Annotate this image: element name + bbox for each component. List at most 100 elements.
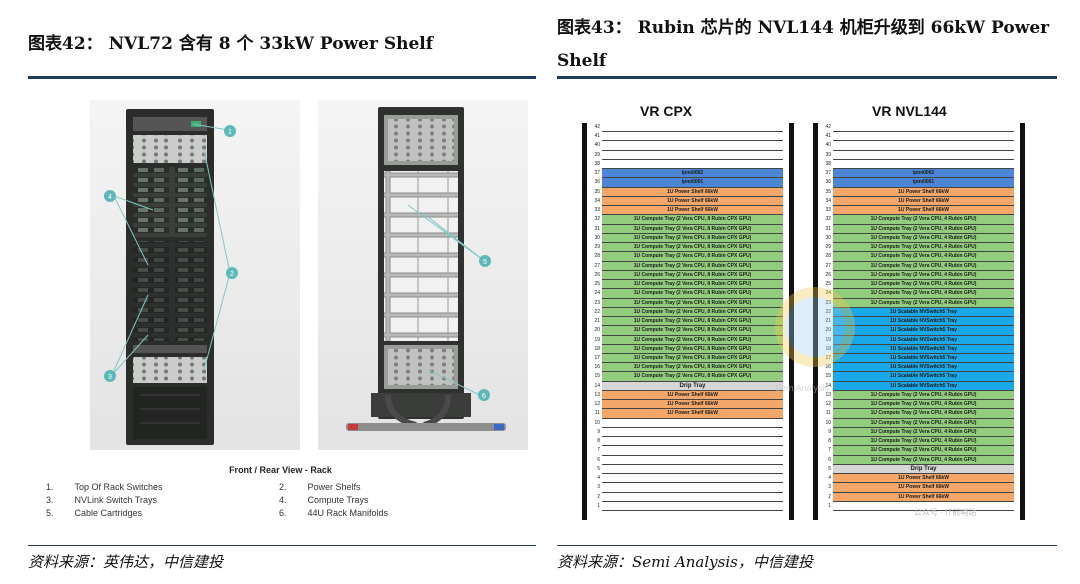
rack-unit-number: 42 bbox=[594, 124, 600, 130]
rack-unit-slot: 1U Scalable NVSwitch5 Tray bbox=[833, 344, 1014, 354]
rack-unit-number: 24 bbox=[821, 289, 831, 298]
rack-unit-number: 3 bbox=[828, 484, 831, 491]
rack-unit-number: 21 bbox=[594, 318, 600, 325]
rack-unit-number: 20 bbox=[821, 326, 831, 335]
rack-unit-number: 33 bbox=[825, 207, 831, 214]
rack-unit-slot: 1U Scalable NVSwitch5 Tray bbox=[833, 381, 1014, 391]
rack-unit-number: 30 bbox=[594, 234, 600, 241]
rack-unit-slot: 1U Compute Tray (2 Vera CPU, 8 Rubin CPX… bbox=[602, 335, 783, 345]
rack-unit-number: 19 bbox=[821, 336, 831, 345]
footer-rule-left bbox=[28, 545, 536, 546]
rack-unit-number: 35 bbox=[594, 188, 600, 195]
rack-unit-number: 18 bbox=[594, 345, 600, 352]
rack-unit-slot: 1U Compute Tray (2 Vera CPU, 8 Rubin CPX… bbox=[602, 224, 783, 234]
legend-row: 5. Cable Cartridges 6. 44U Rack Manifold… bbox=[46, 506, 466, 519]
rack-unit-number: 33 bbox=[594, 207, 600, 214]
rack-title-vr-cpx: VR CPX bbox=[640, 103, 693, 119]
rack-unit-slot: 1U Power Shelf 66kW bbox=[833, 196, 1014, 207]
rack-unit-slot bbox=[833, 141, 1014, 151]
rack-unit-slot bbox=[602, 474, 783, 484]
front-callout-leaders bbox=[111, 123, 231, 376]
rack-unit-number: 11 bbox=[825, 410, 831, 417]
rack-unit-slot: 1U Compute Tray (2 Vera CPU, 4 Rubin GPU… bbox=[833, 252, 1014, 262]
header-rule-right bbox=[557, 76, 1057, 79]
rack-unit-slot: 1U Power Shelf 66kW bbox=[833, 206, 1014, 216]
rack-unit-slot: 1U Compute Tray (2 Vera CPU, 4 Rubin GPU… bbox=[833, 427, 1014, 438]
rack-unit-number: 13 bbox=[825, 391, 831, 398]
legend-row: 3. NVLink Switch Trays 4. Compute Trays bbox=[46, 493, 466, 506]
rack-unit-number: 4 bbox=[828, 475, 831, 482]
rack-title-vr-nvl144: VR NVL144 bbox=[872, 103, 947, 119]
callout-3: 3 bbox=[104, 370, 116, 382]
rack-unit-number: 12 bbox=[825, 401, 831, 408]
rack-unit-number: 25 bbox=[594, 281, 600, 288]
rack-unit-number: 30 bbox=[825, 234, 831, 241]
rack-unit-slot: 1U Scalable NVSwitch5 Tray bbox=[833, 372, 1014, 382]
rack-unit-slot: 1U Compute Tray (2 Vera CPU, 4 Rubin GPU… bbox=[833, 289, 1014, 299]
rack-unit-slot: 1U Scalable NVSwitch5 Tray bbox=[833, 363, 1014, 373]
rack-unit-slot: ipmi0002 bbox=[602, 169, 783, 179]
rack-unit-number: 38 bbox=[825, 160, 831, 167]
rack-unit-slot: 1U Compute Tray (2 Vera CPU, 8 Rubin CPX… bbox=[602, 326, 783, 336]
rack-unit-number: 7 bbox=[597, 447, 600, 454]
rack-unit-number: 36 bbox=[825, 179, 831, 186]
rack-unit-number: 8 bbox=[597, 438, 600, 445]
rack-unit-number: 27 bbox=[594, 262, 600, 269]
rack-unit-slot: ipmi0002 bbox=[833, 169, 1014, 179]
rack-unit-slot: 1U Power Shelf 66kW bbox=[833, 483, 1014, 493]
rack-unit-number: 27 bbox=[825, 262, 831, 269]
rack-unit-number: 12 bbox=[594, 401, 600, 408]
rack-unit-slot: 1U Compute Tray (2 Vera CPU, 8 Rubin CPX… bbox=[602, 307, 783, 318]
callout-5: 5 bbox=[479, 255, 491, 267]
rack-unit-number: 16 bbox=[825, 364, 831, 371]
rack-unit-slot: 1U Power Shelf 66kW bbox=[602, 206, 783, 216]
figure-43-source: 资料来源：Semi Analysis，中信建投 bbox=[557, 553, 813, 571]
rack-unit-number: 39 bbox=[594, 151, 600, 158]
rack-unit-number: 40 bbox=[594, 142, 600, 149]
rack-unit-number: 29 bbox=[594, 244, 600, 251]
legend-label: Cable Cartridges bbox=[74, 507, 143, 518]
rack-unit-slot: 1U Compute Tray (2 Vera CPU, 8 Rubin CPX… bbox=[602, 289, 783, 299]
rack-unit-number: 1 bbox=[597, 502, 600, 509]
rack-unit-slot bbox=[602, 159, 783, 170]
legend-num: 5. bbox=[46, 507, 54, 518]
callout-3-label: 3 bbox=[108, 374, 112, 381]
rack-view-caption: Front / Rear View - Rack bbox=[229, 465, 332, 475]
callout-5-label: 5 bbox=[483, 259, 487, 266]
rack-unit-number: 7 bbox=[828, 447, 831, 454]
rack-unit-slot bbox=[602, 492, 783, 502]
rack-unit-slot: 1U Scalable NVSwitch5 Tray bbox=[833, 326, 1014, 336]
rack-unit-slot: Drip Tray bbox=[602, 381, 783, 391]
rack-unit-number: 13 bbox=[594, 391, 600, 398]
rack-unit-number: 16 bbox=[594, 364, 600, 371]
semianalysis-watermark-logo bbox=[775, 287, 855, 367]
rack-unit-number: 23 bbox=[821, 299, 831, 308]
rack-unit-slot bbox=[602, 483, 783, 493]
rack-unit-number: 17 bbox=[821, 354, 831, 363]
rack-unit-slot: 1U Compute Tray (2 Vera CPU, 8 Rubin CPX… bbox=[602, 280, 783, 290]
rack-unit-number: 14 bbox=[825, 382, 831, 389]
rack-unit-slot: 1U Compute Tray (2 Vera CPU, 4 Rubin GPU… bbox=[833, 437, 1014, 447]
rack-unit-slot bbox=[602, 132, 783, 142]
rack-unit-slot: 1U Compute Tray (2 Vera CPU, 4 Rubin GPU… bbox=[833, 446, 1014, 456]
rack-unit-number: 18 bbox=[821, 345, 831, 354]
rack-unit-number: 32 bbox=[825, 216, 831, 223]
rack-unit-slot: 1U Compute Tray (2 Vera CPU, 4 Rubin GPU… bbox=[833, 270, 1014, 281]
rack-unit-slot: 1U Compute Tray (2 Vera CPU, 4 Rubin GPU… bbox=[833, 261, 1014, 271]
rack-unit-slot: 1U Power Shelf 66kW bbox=[833, 492, 1014, 502]
rack-unit-number: 9 bbox=[828, 428, 831, 435]
rack-unit-slot: 1U Compute Tray (2 Vera CPU, 8 Rubin CPX… bbox=[602, 261, 783, 271]
footer-rule-right bbox=[557, 545, 1057, 546]
rack-unit-number: 26 bbox=[825, 271, 831, 278]
rack-unit-number: 17 bbox=[594, 355, 600, 361]
rack-rail-right bbox=[789, 123, 794, 520]
rack-unit-slot: 1U Compute Tray (2 Vera CPU, 8 Rubin CPX… bbox=[602, 215, 783, 225]
legend-num: 1. bbox=[46, 481, 54, 492]
rack-unit-number: 35 bbox=[825, 188, 831, 195]
rack-unit-slot: 1U Power Shelf 66kW bbox=[833, 187, 1014, 197]
rack-unit-number: 37 bbox=[594, 170, 600, 177]
rack-unit-slot bbox=[602, 150, 783, 160]
rack-unit-slot bbox=[833, 150, 1014, 160]
callout-4: 4 bbox=[104, 190, 116, 202]
rack-unit-slot bbox=[602, 446, 783, 456]
